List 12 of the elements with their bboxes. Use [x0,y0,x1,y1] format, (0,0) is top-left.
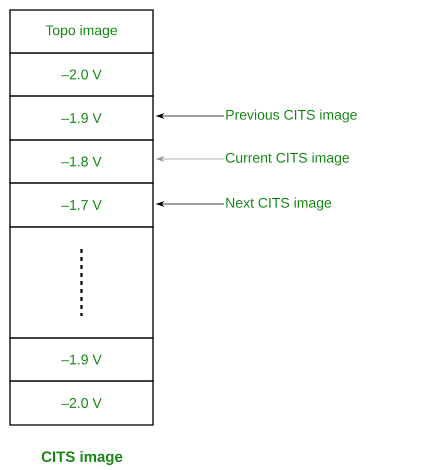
voltage-cell: –1.9 V [9,95,154,141]
voltage-cell: –2.0 V [9,380,154,426]
voltage-cell: –2.0 V [9,52,154,97]
voltage-cell: Topo image [9,9,154,54]
caption: CITS image [42,450,122,466]
arrow-label: Previous CITS image [226,109,357,123]
voltage-cell: –1.9 V [9,337,154,382]
ellipsis-cell [9,226,154,339]
arrow-label: Current CITS image [226,152,350,166]
voltage-cell: –1.7 V [9,182,154,228]
arrow-label: Next CITS image [226,197,332,211]
voltage-cell: –1.8 V [9,139,154,184]
